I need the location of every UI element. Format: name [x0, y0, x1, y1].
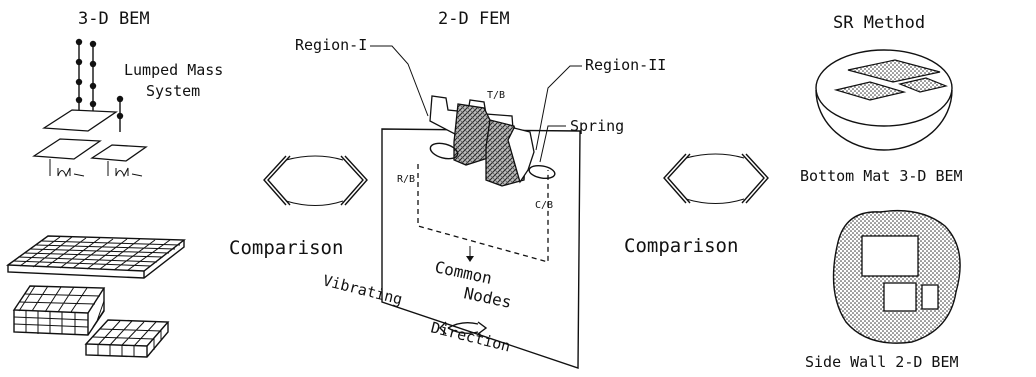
- side-wall-caption: Side Wall 2-D BEM: [805, 353, 959, 371]
- spring-label: Spring: [570, 117, 624, 135]
- comparison-left-label: Comparison: [229, 237, 343, 259]
- left-panel-title: 3-D BEM: [78, 9, 150, 29]
- right-panel-title: SR Method: [833, 13, 925, 33]
- comparison-arrow-right: [664, 154, 768, 204]
- bottom-mat-bowl-icon: [816, 50, 952, 150]
- comparison-arrow-left: [264, 156, 367, 206]
- lumped-mass-label-line2: System: [146, 82, 200, 100]
- common-nodes-label-line1: Common: [433, 257, 493, 288]
- vibrating-direction-label-line1: Vibrating: [321, 271, 404, 308]
- side-wall-blob-icon: [834, 211, 961, 344]
- lumped-mass-model-icon: [34, 39, 146, 176]
- region-i-label: Region-I: [295, 36, 367, 54]
- bottom-mat-caption: Bottom Mat 3-D BEM: [800, 167, 963, 185]
- rb-label: R/B: [397, 174, 415, 185]
- cb-label: C/B: [535, 200, 553, 211]
- tb-label: T/B: [487, 90, 505, 101]
- common-nodes-label-line2: Nodes: [462, 283, 513, 312]
- bem-mesh-icon: [8, 236, 184, 357]
- comparison-right-label: Comparison: [624, 235, 738, 257]
- region-ii-label: Region-II: [585, 56, 666, 74]
- lumped-mass-label-line1: Lumped Mass: [124, 61, 223, 79]
- vibrating-direction-label-line2: Direction: [429, 318, 512, 355]
- center-panel-title: 2-D FEM: [438, 9, 510, 29]
